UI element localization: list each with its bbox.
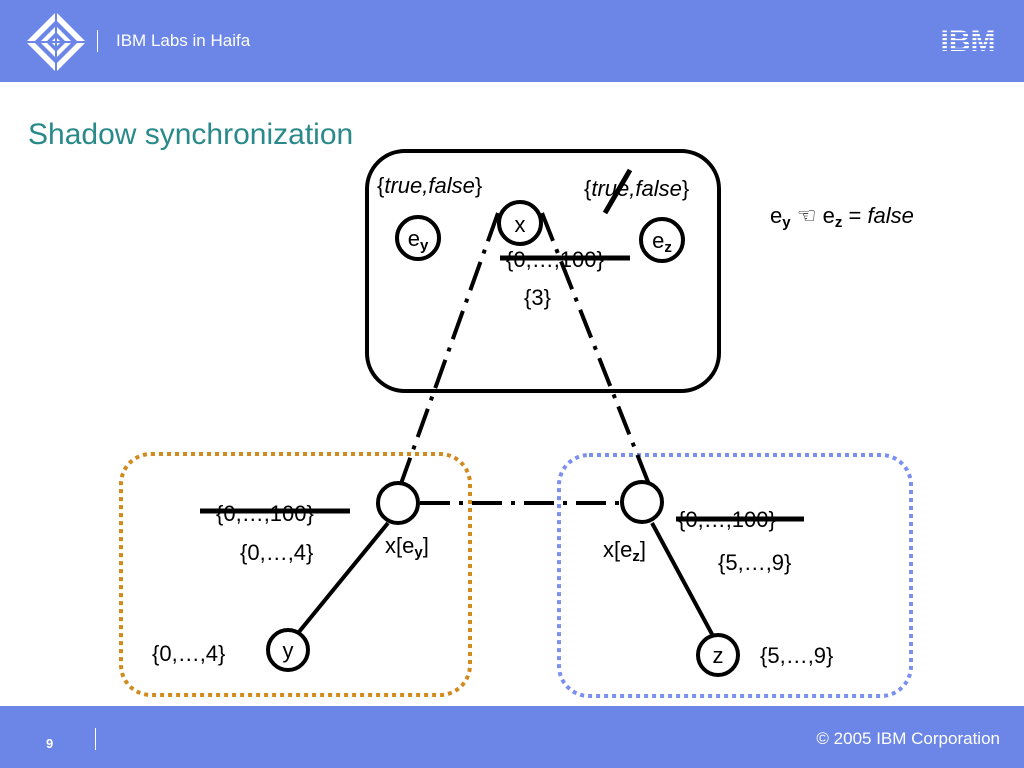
equation-ey-implies-ez: ey ☜ ez = false	[770, 203, 914, 231]
right-solver-box	[557, 453, 913, 698]
slide-title: Shadow synchronization	[28, 118, 354, 151]
node-x-ez	[620, 480, 664, 524]
svg-text:y: y	[283, 638, 294, 663]
node-x-ey	[376, 481, 420, 525]
ibm-logo: IBM	[941, 26, 996, 54]
top-solver-box	[365, 149, 721, 393]
left-domain-new: {0,…,4}	[240, 540, 313, 565]
right-domain-new: {5,…,9}	[718, 550, 791, 575]
z-domain: {5,…,9}	[760, 643, 833, 668]
x-domain-new: {3}	[524, 285, 551, 310]
svg-text:ey ☜ ez = false: ey ☜ ez = false	[770, 203, 914, 231]
set-true-false-right: {true,false}	[584, 168, 689, 215]
svg-text:x: x	[515, 212, 526, 237]
edge-x-to-z	[650, 522, 715, 637]
svg-text:{true,false}: {true,false}	[584, 176, 689, 201]
node-x-ey-label: x[ey]	[385, 533, 429, 561]
svg-text:ez: ez	[652, 228, 672, 256]
header-bar: IBM Labs in Haifa IBM	[0, 0, 1024, 82]
node-y: y	[266, 628, 310, 672]
lab-name: IBM Labs in Haifa	[116, 31, 251, 50]
node-x: x	[497, 200, 543, 246]
pointing-hand-icon: ☜	[797, 203, 817, 228]
strike-true-value	[602, 168, 633, 215]
svg-text:{true,false}: {true,false}	[377, 173, 482, 198]
footer-bar: 9 © 2005 IBM Corporation	[0, 706, 1024, 768]
page-number: 9	[46, 736, 54, 751]
svg-text:ey: ey	[408, 226, 429, 254]
node-ey: ey	[395, 215, 441, 261]
y-domain: {0,…,4}	[152, 641, 225, 666]
svg-text:z: z	[713, 643, 724, 668]
node-z: z	[696, 633, 740, 677]
svg-text:IBM: IBM	[941, 26, 996, 54]
node-ez: ez	[639, 217, 685, 263]
header-divider	[97, 30, 98, 52]
dashdot-link-x-right	[540, 212, 654, 493]
set-true-false-left: {true,false}	[377, 173, 482, 198]
edge-x-to-y	[292, 521, 390, 640]
footer-divider	[95, 728, 96, 750]
node-x-ez-label: x[ez]	[603, 537, 646, 565]
diamond-logo-icon	[26, 12, 86, 72]
copyright: © 2005 IBM Corporation	[816, 729, 1000, 748]
left-solver-box	[119, 452, 472, 697]
